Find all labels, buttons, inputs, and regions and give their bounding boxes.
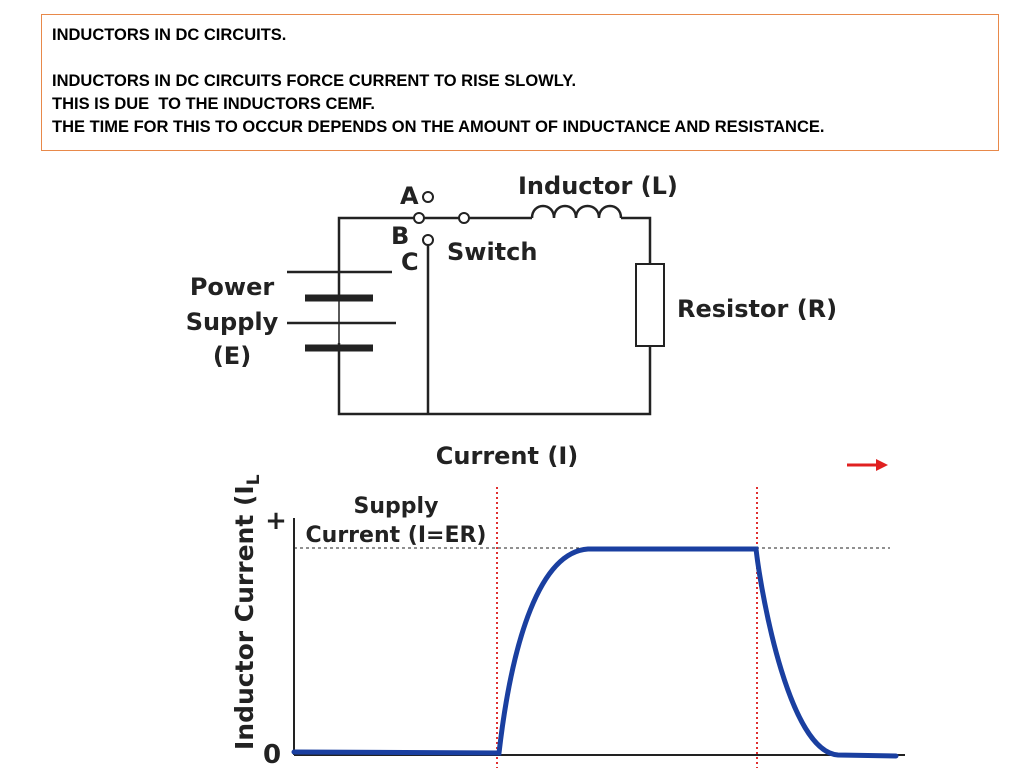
- supply-current-label-line1: Supply: [354, 494, 439, 519]
- switch-contact: [458, 212, 470, 224]
- terminal-c-contact: [422, 234, 434, 246]
- circuit-diagram: [337, 191, 665, 416]
- terminal-b-contact: [413, 212, 425, 224]
- switch-label: Switch: [447, 238, 537, 266]
- y-axis-label-text: Inductor Current (I: [230, 485, 259, 750]
- circuit-wire-left: [337, 343, 652, 416]
- direction-arrow: [847, 459, 888, 471]
- terminal-b-label: B: [391, 222, 409, 250]
- graph-title: Current (I): [436, 442, 578, 470]
- text-line-1: INDUCTORS IN DC CIRCUITS FORCE CURRENT T…: [52, 72, 577, 90]
- supply-label-line1: Power: [190, 273, 275, 301]
- inductor-current-curve: [291, 546, 899, 759]
- text-box: INDUCTORS IN DC CIRCUITS. INDUCTORS IN D…: [41, 14, 999, 151]
- circuit-wire-to-resistor: [621, 216, 652, 264]
- supply-current-label-line2: Current (I=ER): [306, 523, 487, 548]
- y-axis-label: Inductor Current (IL: [230, 474, 264, 750]
- y-tick-zero: 0: [263, 740, 281, 768]
- resistor-label: Resistor (R): [677, 295, 837, 323]
- text-line-2: THIS IS DUE TO THE INDUCTORS CEMF.: [52, 95, 375, 113]
- graph-axes: [293, 518, 905, 756]
- resistor-symbol: [635, 263, 665, 347]
- inductor-label: Inductor (L): [518, 172, 678, 200]
- y-axis-label-subscript: L: [244, 474, 264, 485]
- terminal-a-contact: [422, 191, 434, 203]
- supply-label-line3: (E): [213, 342, 251, 370]
- y-tick-plus: +: [265, 506, 287, 536]
- battery-symbol: [287, 270, 396, 352]
- supply-label-line2: Supply: [186, 308, 279, 336]
- terminal-a-label: A: [400, 182, 419, 210]
- text-line-3: THE TIME FOR THIS TO OCCUR DEPENDS ON TH…: [52, 118, 825, 136]
- inductor-coil: [530, 204, 623, 219]
- terminal-c-label: C: [401, 248, 419, 276]
- slide-heading: INDUCTORS IN DC CIRCUITS.: [52, 26, 287, 44]
